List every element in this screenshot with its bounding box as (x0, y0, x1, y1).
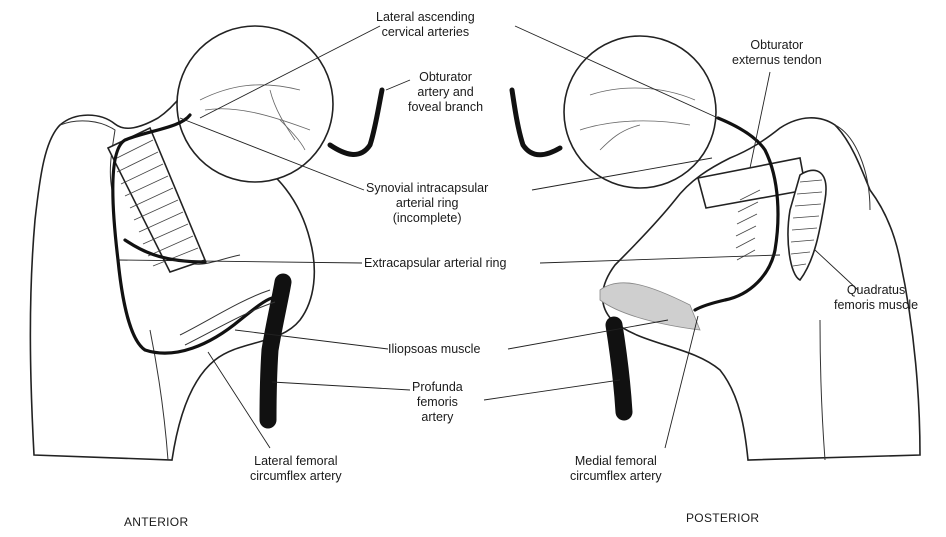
leader-profunda-left (272, 382, 410, 390)
label-medial-femoral-circumflex-artery: Medial femoral circumflex artery (570, 454, 662, 484)
label-line: Medial femoral (570, 454, 662, 469)
label-line: Synovial intracapsular (366, 181, 488, 196)
label-lateral-ascending-cervical-arteries: Lateral ascending cervical arteries (376, 10, 475, 40)
label-line: Profunda (412, 380, 463, 395)
label-line: cervical arteries (376, 25, 475, 40)
leader-obturator-artery-left (386, 80, 410, 90)
view-label-anterior: ANTERIOR (124, 515, 188, 529)
label-obturator-artery-foveal-branch: Obturator artery and foveal branch (408, 70, 483, 115)
label-line: (incomplete) (366, 211, 488, 226)
view-label-posterior: POSTERIOR (686, 511, 759, 525)
label-line: Quadratus (834, 283, 918, 298)
label-line: Lateral femoral (250, 454, 342, 469)
label-line: artery and (408, 85, 483, 100)
label-line: Extracapsular arterial ring (364, 256, 506, 271)
label-line: foveal branch (408, 100, 483, 115)
label-synovial-intracapsular-ring: Synovial intracapsular arterial ring (in… (366, 181, 488, 226)
label-line: femoris (412, 395, 463, 410)
label-obturator-externus-tendon: Obturator externus tendon (732, 38, 822, 68)
right-obturator-foveal (512, 90, 560, 155)
leader-profunda-right (484, 380, 620, 400)
label-profunda-femoris-artery: Profunda femoris artery (412, 380, 463, 425)
label-extracapsular-arterial-ring: Extracapsular arterial ring (364, 256, 506, 271)
label-iliopsoas-muscle: Iliopsoas muscle (388, 342, 480, 357)
label-line: Iliopsoas muscle (388, 342, 480, 357)
left-obturator-foveal (330, 90, 382, 154)
posterior-profunda-femoris (614, 325, 624, 412)
label-line: Lateral ascending (376, 10, 475, 25)
label-line: artery (412, 410, 463, 425)
label-line: femoris muscle (834, 298, 918, 313)
label-quadratus-femoris-muscle: Quadratus femoris muscle (834, 283, 918, 313)
anterior-femoral-head (177, 26, 333, 182)
label-line: Obturator (408, 70, 483, 85)
label-line: arterial ring (366, 196, 488, 211)
label-line: Obturator (732, 38, 822, 53)
label-line: circumflex artery (250, 469, 342, 484)
label-line: externus tendon (732, 53, 822, 68)
label-line: circumflex artery (570, 469, 662, 484)
label-lateral-femoral-circumflex-artery: Lateral femoral circumflex artery (250, 454, 342, 484)
